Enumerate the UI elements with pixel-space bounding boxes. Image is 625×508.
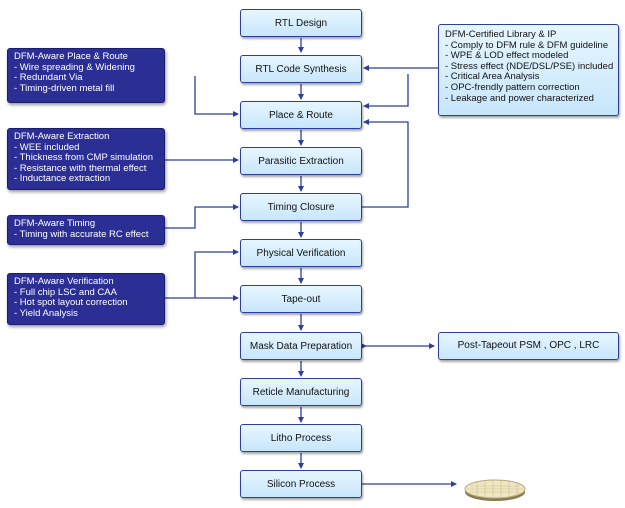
dfm-library-box: DFM-Certified Library & IP - Comply to D…	[438, 24, 619, 116]
dfm-place-route-item: - Wire spreading & Widening	[14, 61, 135, 73]
silicon-process-label: Silicon Process	[266, 478, 336, 490]
rtl-synthesis-label: RTL Code Synthesis	[255, 63, 347, 75]
parasitic-extraction-box: Parasitic Extraction	[240, 147, 362, 175]
mask-data-prep-label: Mask Data Preparation	[249, 340, 353, 352]
dfm-library-item: - Critical Area Analysis	[445, 71, 540, 83]
place-route-box: Place & Route	[240, 101, 362, 129]
reticle-manufacturing-label: Reticle Manufacturing	[252, 386, 350, 398]
dfm-extraction-item: - Resistance with thermal effect	[14, 162, 147, 174]
litho-process-label: Litho Process	[270, 432, 332, 444]
dfm-timing-item: - Timing with accurate RC effect	[14, 228, 149, 240]
dfm-extraction-title: DFM-Aware Extraction	[14, 131, 110, 142]
dfm-verification-box: DFM-Aware Verification - Full chip LSC a…	[7, 273, 165, 325]
dfm-library-item: - WPE & LOD effect modeled	[445, 50, 569, 62]
dfm-verification-title: DFM-Aware Verification	[14, 276, 114, 287]
post-tapeout-label: Post-Tapeout PSM , OPC , LRC	[457, 339, 600, 351]
dfm-library-title: DFM-Certified Library & IP	[445, 29, 557, 40]
dfm-library-item: - Leakage and power characterized	[445, 92, 594, 104]
rtl-design-box: RTL Design	[240, 9, 362, 37]
place-route-label: Place & Route	[269, 109, 333, 121]
timing-closure-label: Timing Closure	[267, 201, 335, 213]
arrow-dfm-verification-physver	[165, 249, 239, 299]
dfm-verification-item: - Full chip LSC and CAA	[14, 286, 117, 298]
dfm-verification-item: - Yield Analysis	[14, 307, 78, 319]
parasitic-extraction-label: Parasitic Extraction	[258, 155, 344, 167]
reticle-manufacturing-box: Reticle Manufacturing	[240, 378, 362, 406]
dfm-verification-item: - Hot spot layout correction	[14, 297, 128, 309]
dfm-place-route-box: DFM-Aware Place & Route - Wire spreading…	[7, 48, 165, 103]
silicon-process-box: Silicon Process	[240, 470, 362, 498]
dfm-extraction-box: DFM-Aware Extraction - WEE included - Th…	[7, 128, 165, 190]
arrow-dfm-pr	[194, 76, 239, 117]
rtl-synthesis-box: RTL Code Synthesis	[240, 55, 362, 83]
physical-verification-box: Physical Verification	[240, 239, 362, 267]
arrow-timing-feedback	[362, 119, 409, 208]
dfm-library-item: - Comply to DFM rule & DFM guideline	[445, 39, 609, 51]
litho-process-box: Litho Process	[240, 424, 362, 452]
wafer-icon	[464, 479, 526, 501]
dfm-library-item: - OPC-frendly pattern correction	[445, 81, 580, 93]
dfm-extraction-item: - Inductance extraction	[14, 173, 111, 185]
arrow-dfm-timing	[165, 204, 239, 229]
dfm-extraction-item: - Thickness from CMP simulation	[14, 152, 154, 164]
rtl-design-label: RTL Design	[274, 17, 328, 29]
dfm-timing-title: DFM-Aware Timing	[14, 218, 96, 229]
dfm-timing-box: DFM-Aware Timing - Timing with accurate …	[7, 215, 165, 245]
tapeout-box: Tape-out	[240, 285, 362, 313]
physical-verification-label: Physical Verification	[256, 247, 346, 259]
post-tapeout-box: Post-Tapeout PSM , OPC , LRC	[438, 332, 619, 360]
timing-closure-box: Timing Closure	[240, 193, 362, 221]
tapeout-label: Tape-out	[281, 293, 321, 305]
mask-data-prep-box: Mask Data Preparation	[240, 332, 362, 360]
dfm-place-route-item: - Redundant Via	[14, 72, 83, 84]
dfm-library-item: - Stress effect (NDE/DSL/PSE) included	[445, 60, 614, 72]
dfm-place-route-item: - Timing-driven metal fill	[14, 82, 115, 94]
arrow-lib-to-pr	[363, 74, 409, 109]
dfm-place-route-title: DFM-Aware Place & Route	[14, 51, 128, 62]
dfm-extraction-item: - WEE included	[14, 141, 80, 153]
